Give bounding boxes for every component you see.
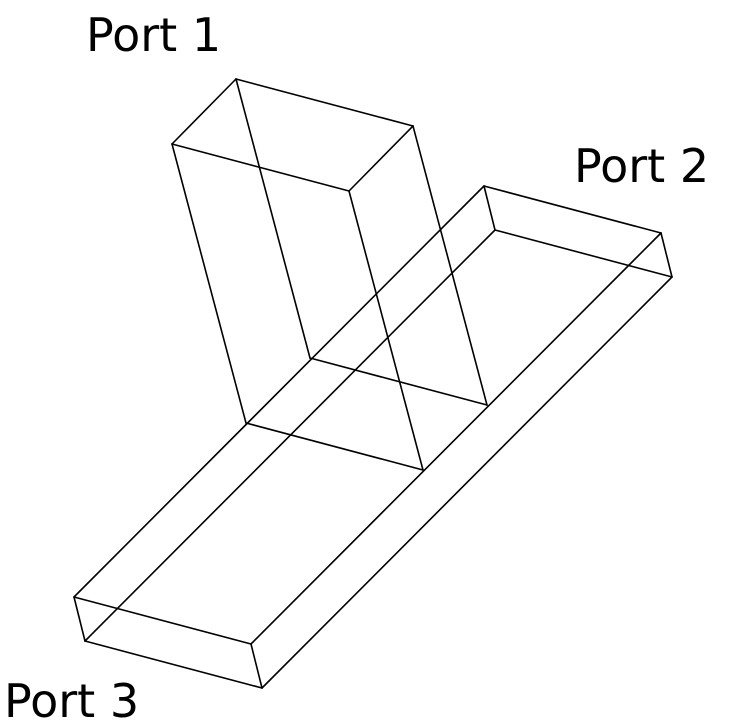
port1-label: Port 1 <box>86 8 221 62</box>
edge <box>235 78 311 359</box>
port2-label: Port 2 <box>574 139 709 193</box>
edge <box>73 596 86 642</box>
edge <box>84 229 496 642</box>
edge <box>348 125 414 192</box>
edge <box>483 185 662 234</box>
edge <box>250 643 263 689</box>
edge <box>171 143 350 192</box>
edge <box>412 125 488 406</box>
edge <box>483 185 496 231</box>
main-waveguide-wireframe <box>73 185 673 689</box>
edge <box>245 422 424 471</box>
edge <box>660 232 673 278</box>
edge <box>171 78 237 145</box>
edge <box>250 232 662 645</box>
port3-label: Port 3 <box>4 674 139 728</box>
edge <box>84 640 263 689</box>
edge <box>73 596 252 645</box>
edge <box>261 276 673 689</box>
edge <box>73 185 485 598</box>
edge <box>494 229 673 278</box>
edge <box>348 190 424 471</box>
edge <box>171 143 247 424</box>
edge <box>309 357 488 406</box>
port1-branch-wireframe <box>171 78 488 471</box>
edge <box>235 78 414 127</box>
